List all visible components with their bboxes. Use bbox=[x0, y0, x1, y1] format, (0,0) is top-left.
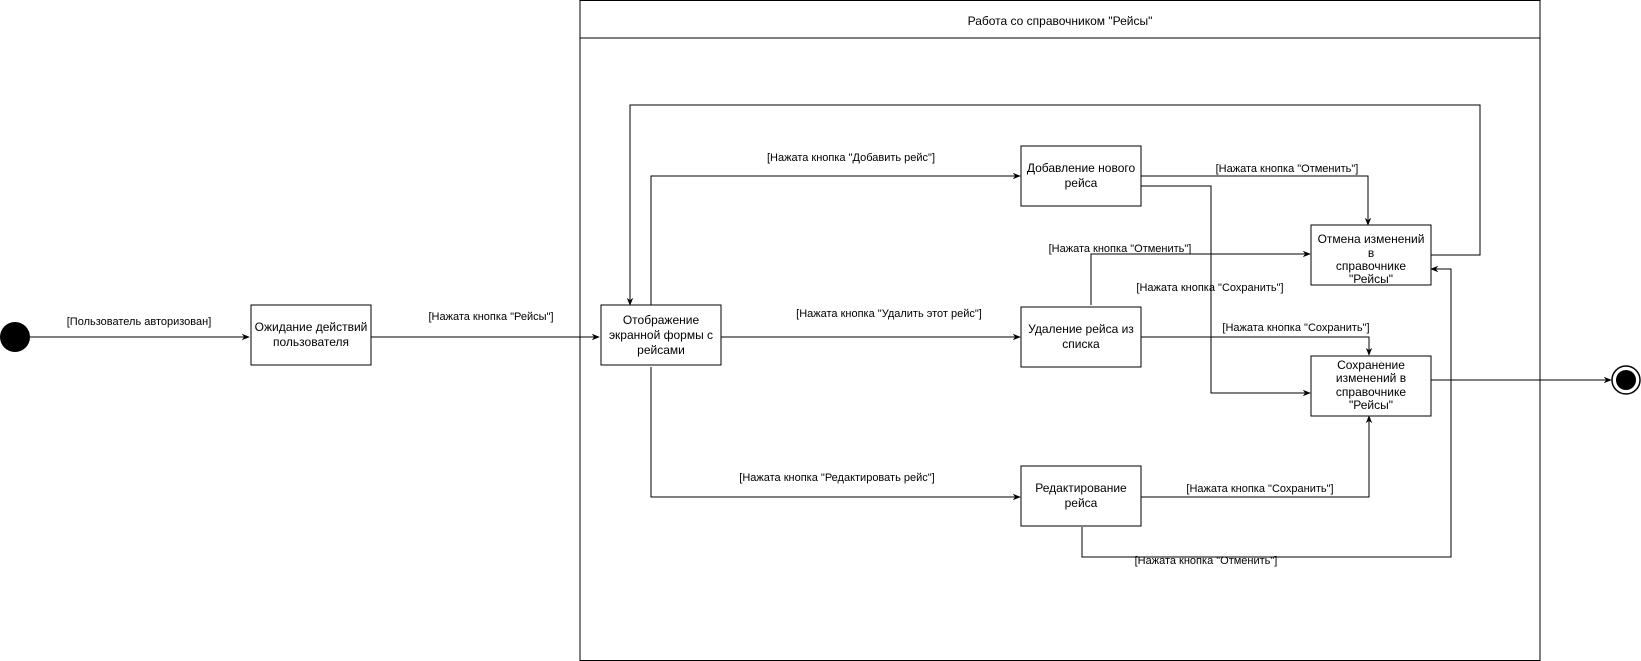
edge-label-authorized: [Пользователь авторизован] bbox=[67, 316, 212, 328]
state-edit-label-1: Редактирование bbox=[1035, 481, 1127, 495]
state-waiting-label-1: Ожидание действий bbox=[255, 320, 368, 334]
state-save-changes: Сохранение изменений в справочнике "Рейс… bbox=[1310, 355, 1432, 417]
state-add: Добавление нового рейса bbox=[1020, 145, 1142, 207]
edge-edit-cancel bbox=[1081, 265, 1452, 558]
state-cancel-label-1: Отмена изменений bbox=[1318, 232, 1425, 246]
state-display-label-3: рейсами bbox=[637, 343, 685, 357]
state-cancel-label-2: в bbox=[1368, 246, 1374, 260]
edge-label-press-reisy: [Нажата кнопка "Рейсы"] bbox=[428, 311, 553, 323]
edge-label-press-add: [Нажата кнопка "Добавить рейс"] bbox=[767, 152, 935, 164]
edge-label-press-edit: [Нажата кнопка "Редактировать рейс"] bbox=[739, 472, 934, 484]
state-add-label-2: рейса bbox=[1065, 176, 1098, 190]
state-save-label-4: "Рейсы" bbox=[1349, 398, 1393, 412]
edge-add-cancel bbox=[1140, 175, 1372, 226]
state-display-label-2: экранной формы с bbox=[609, 328, 713, 342]
state-delete-label-2: списка bbox=[1062, 337, 1100, 351]
state-delete: Удаление рейса из списка bbox=[1020, 306, 1142, 368]
edge-label-press-delete: [Нажата кнопка "Удалить этот рейс"] bbox=[796, 308, 982, 320]
initial-state bbox=[0, 322, 30, 352]
edge-press-add bbox=[650, 172, 1021, 305]
state-display-label-1: Отображение bbox=[623, 313, 700, 327]
state-edit-label-2: рейса bbox=[1065, 496, 1098, 510]
state-display: Отображение экранной формы с рейсами bbox=[600, 304, 722, 366]
state-waiting: Ожидание действий пользователя bbox=[250, 304, 372, 366]
state-edit: Редактирование рейса bbox=[1020, 465, 1142, 527]
edge-label-delete-cancel: [Нажата кнопка "Отменить"] bbox=[1049, 243, 1192, 255]
state-save-label-2: изменений в bbox=[1336, 371, 1406, 385]
state-save-label-3: справочнике bbox=[1336, 385, 1406, 399]
state-cancel-changes: Отмена изменений в справочнике "Рейсы" bbox=[1310, 224, 1432, 286]
edge-delete-cancel bbox=[1090, 250, 1311, 305]
state-waiting-label-2: пользователя bbox=[273, 335, 349, 349]
state-cancel-label-3: справочнике bbox=[1336, 259, 1406, 273]
state-save-label-1: Сохранение bbox=[1337, 358, 1405, 372]
edge-label-edit-save: [Нажата кнопка "Сохранить"] bbox=[1186, 483, 1333, 495]
state-add-label-1: Добавление нового bbox=[1027, 161, 1136, 175]
edge-label-delete-save: [Нажата кнопка "Сохранить"] bbox=[1222, 322, 1369, 334]
edge-press-edit bbox=[650, 367, 1021, 501]
state-cancel-label-4: "Рейсы" bbox=[1349, 272, 1393, 286]
edge-delete-save bbox=[1140, 336, 1373, 356]
edge-label-add-save: [Нажата кнопка "Сохранить"] bbox=[1136, 282, 1283, 294]
final-state-inner bbox=[1616, 370, 1636, 390]
edge-label-add-cancel: [Нажата кнопка "Отменить"] bbox=[1216, 163, 1359, 175]
edge-cancel-return bbox=[626, 104, 1481, 306]
frame-title: Работа со справочником "Рейсы" bbox=[968, 14, 1153, 28]
edge-label-edit-cancel: [Нажата кнопка "Отменить"] bbox=[1135, 555, 1278, 567]
edge-edit-save bbox=[1140, 415, 1373, 498]
state-delete-label-1: Удаление рейса из bbox=[1028, 322, 1134, 336]
edge-add-save bbox=[1140, 185, 1311, 397]
